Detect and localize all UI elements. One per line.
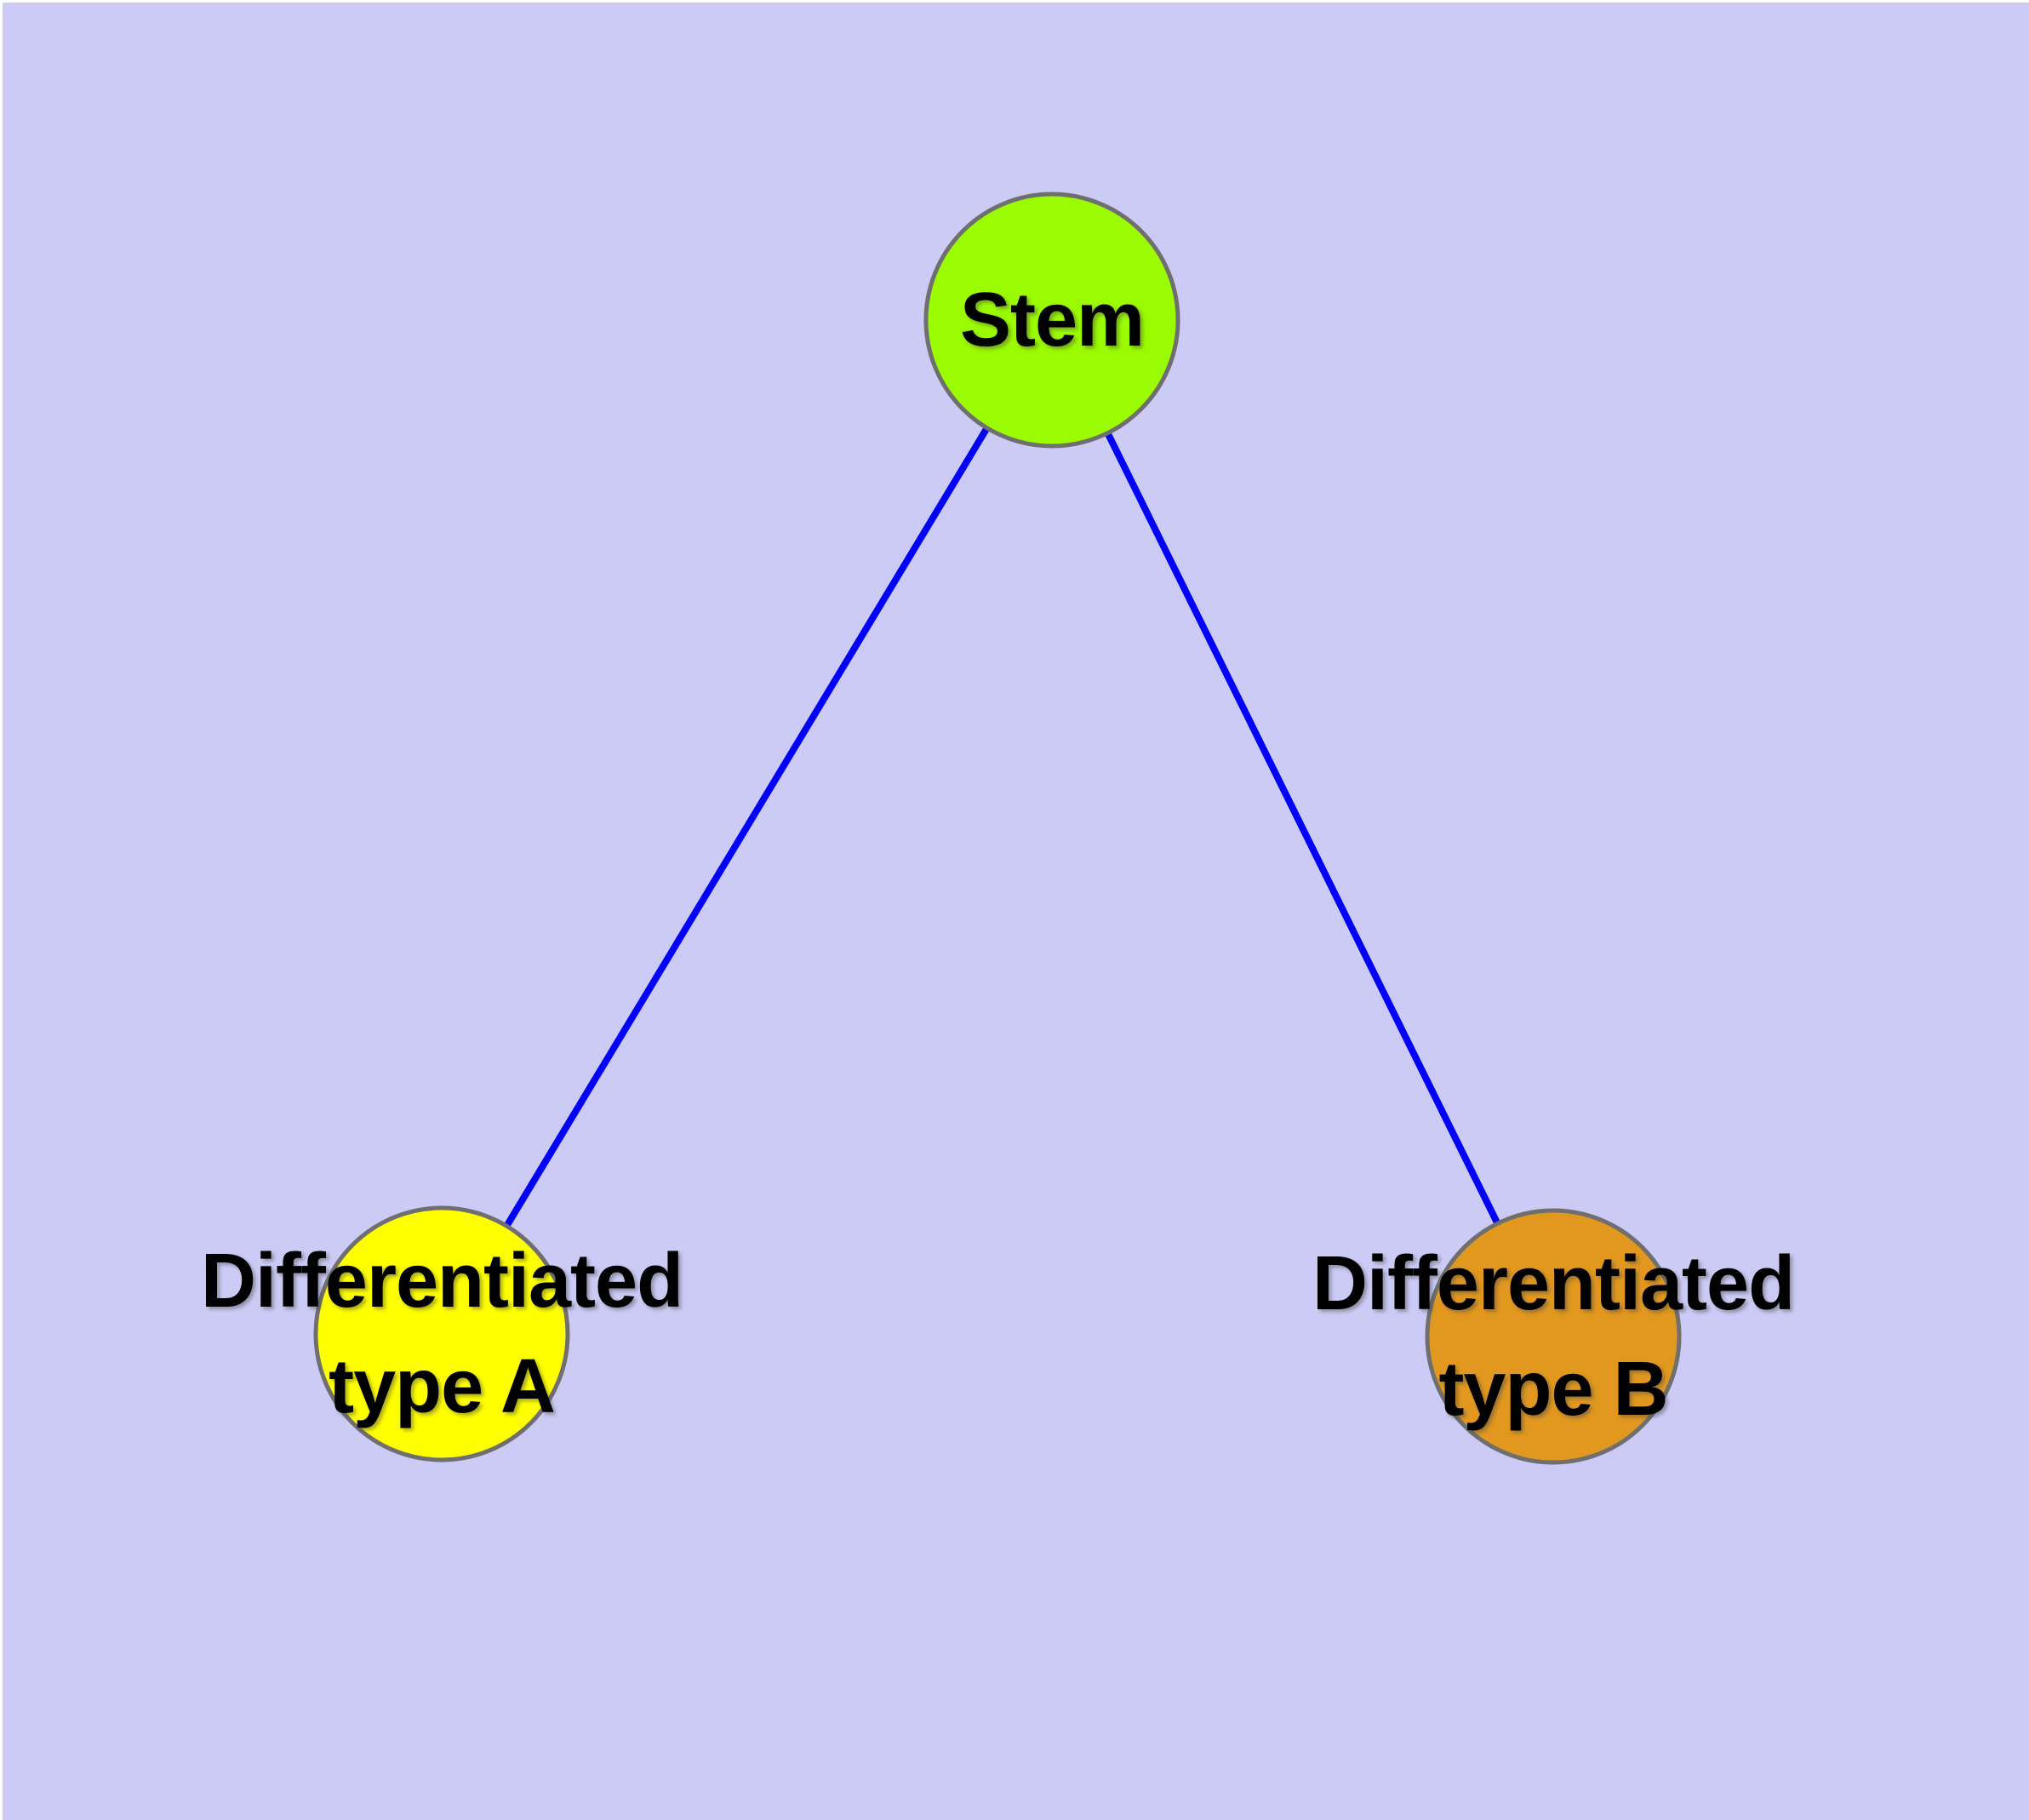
node-circle-type-a [313,1205,570,1462]
node-circle-stem [923,192,1180,449]
node-circle-type-b [1425,1208,1682,1465]
graph-svg [313,192,1682,1465]
edge-stem-type-b [1049,318,1557,1338]
nodes-layer [313,192,1682,1465]
edge-stem-type-a [438,318,1055,1336]
edges-layer [438,318,1557,1338]
